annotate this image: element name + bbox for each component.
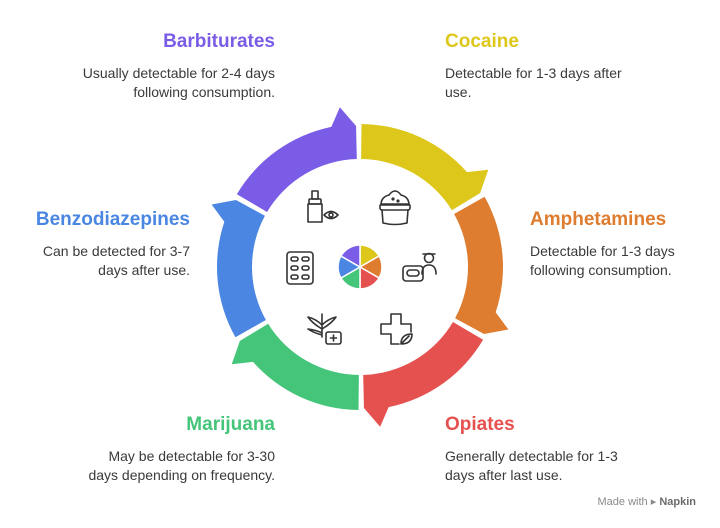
pills-box-person-icon	[402, 252, 437, 282]
cocaine-desc: Detectable for 1-3 days after use.	[445, 65, 622, 100]
benzodiazepines-desc: Can be detected for 3-7 days after use.	[42, 243, 190, 278]
marijuana-desc: May be detectable for 3-30 days dependin…	[88, 448, 275, 483]
napkin-name: Napkin	[659, 496, 696, 508]
pill-blister-icon	[286, 251, 314, 285]
benzodiazepines-title: Benzodiazepines	[35, 209, 190, 230]
barbiturates-desc: Usually detectable for 2-4 days followin…	[82, 65, 275, 100]
ring-segment-marijuana	[231, 323, 359, 410]
ring-segment-amphetamines	[454, 196, 509, 335]
cocaine-title: Cocaine	[445, 31, 519, 52]
ring-segment-opiates	[363, 321, 484, 427]
ring-segment-barbiturates	[236, 107, 357, 213]
ring-segments	[211, 107, 509, 427]
cocaine-block: Cocaine Detectable for 1-3 days after us…	[445, 30, 650, 102]
center-pie-icon	[337, 244, 383, 290]
napkin-logo-icon: ▸	[650, 496, 657, 508]
marijuana-title: Marijuana	[186, 414, 275, 435]
cannabis-leaf-kit-icon	[307, 313, 342, 345]
barbiturates-block: Barbiturates Usually detectable for 2-4 …	[70, 30, 275, 102]
opiates-desc: Generally detectable for 1-3 days after …	[445, 448, 618, 483]
made-with-label: Made with	[597, 496, 648, 508]
ring-segment-benzodiazepines	[211, 199, 266, 338]
amphetamines-title: Amphetamines	[530, 209, 667, 230]
medical-cross-leaf-icon	[380, 313, 413, 345]
opiates-title: Opiates	[445, 414, 515, 435]
benzodiazepines-block: Benzodiazepines Can be detected for 3-7 …	[20, 208, 190, 280]
marijuana-block: Marijuana May be detectable for 3-30 day…	[80, 413, 275, 485]
ring-segment-cocaine	[361, 124, 489, 211]
amphetamines-block: Amphetamines Detectable for 1-3 days fol…	[530, 208, 705, 280]
barbiturates-title: Barbiturates	[163, 31, 275, 52]
amphetamines-desc: Detectable for 1-3 days following consum…	[530, 243, 675, 278]
opiates-block: Opiates Generally detectable for 1-3 day…	[445, 413, 650, 485]
dropper-eye-icon	[307, 190, 339, 223]
sack-powder-icon	[379, 190, 411, 226]
hub-slice-barbiturates	[339, 244, 361, 269]
napkin-watermark: Made with ▸ Napkin	[598, 495, 696, 508]
